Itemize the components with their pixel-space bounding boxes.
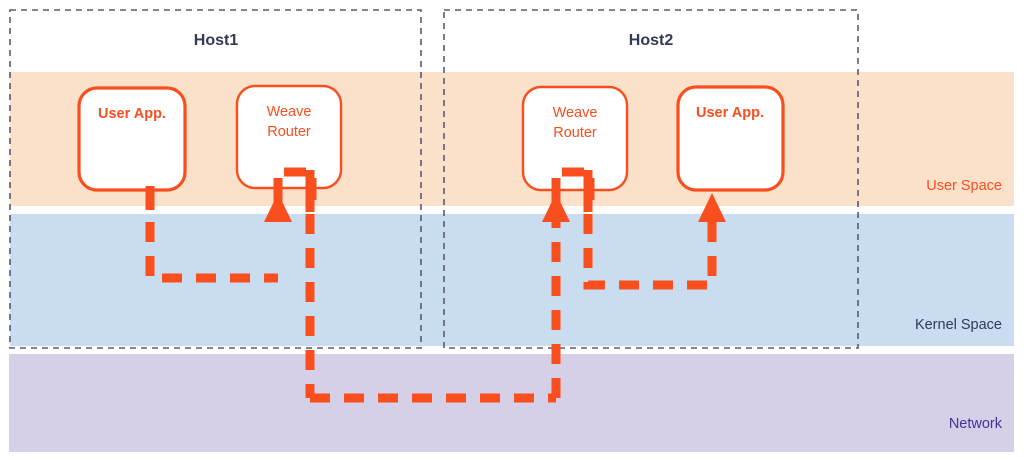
node-host1-user-app-label: User App. — [98, 106, 166, 122]
band-user-space-label: User Space — [926, 178, 1002, 194]
arrowhead-host2-app-up — [698, 193, 726, 222]
band-kernel-space-label: Kernel Space — [915, 317, 1002, 333]
flow-arrowheads — [264, 193, 726, 222]
node-host1-weave-router[interactable]: Weave Router — [235, 84, 343, 190]
band-kernel-space-rect — [10, 214, 1014, 346]
node-host1-user-app[interactable]: User App. — [77, 86, 187, 192]
node-host2-user-app[interactable]: User App. — [676, 85, 785, 192]
node-host2-weave-router-label-line2: Router — [553, 125, 597, 141]
node-host1-user-app-box[interactable] — [77, 86, 187, 192]
node-stub-connectors — [145, 170, 593, 212]
node-host1-weave-router-label-line1: Weave — [267, 104, 312, 120]
flow-host2-router-to-app — [583, 180, 717, 290]
node-host2-user-app-label: User App. — [696, 105, 764, 121]
band-kernel-space: Kernel Space — [10, 214, 1014, 346]
host2-title: Host2 — [629, 32, 674, 49]
node-host1-weave-router-box[interactable] — [235, 84, 343, 190]
node-host2-user-app-box[interactable] — [676, 85, 785, 192]
node-host1-weave-router-label-line2: Router — [267, 124, 311, 140]
host1-title: Host1 — [194, 32, 239, 49]
node-host2-weave-router[interactable]: Weave Router — [521, 85, 629, 192]
flow-host1-app-to-router — [145, 188, 278, 283]
band-network-rect — [9, 354, 1014, 452]
node-host2-weave-router-box[interactable] — [521, 85, 629, 192]
host2-border — [443, 9, 859, 349]
host2-container: Host2 — [443, 9, 859, 349]
host1-container: Host1 — [9, 9, 422, 349]
node-host2-weave-router-label-line1: Weave — [553, 105, 598, 121]
band-network: Network — [9, 354, 1014, 452]
arrowhead-host2-router-up — [542, 193, 570, 222]
band-network-label: Network — [949, 416, 1003, 432]
arrowhead-host1-router-up — [264, 193, 292, 222]
